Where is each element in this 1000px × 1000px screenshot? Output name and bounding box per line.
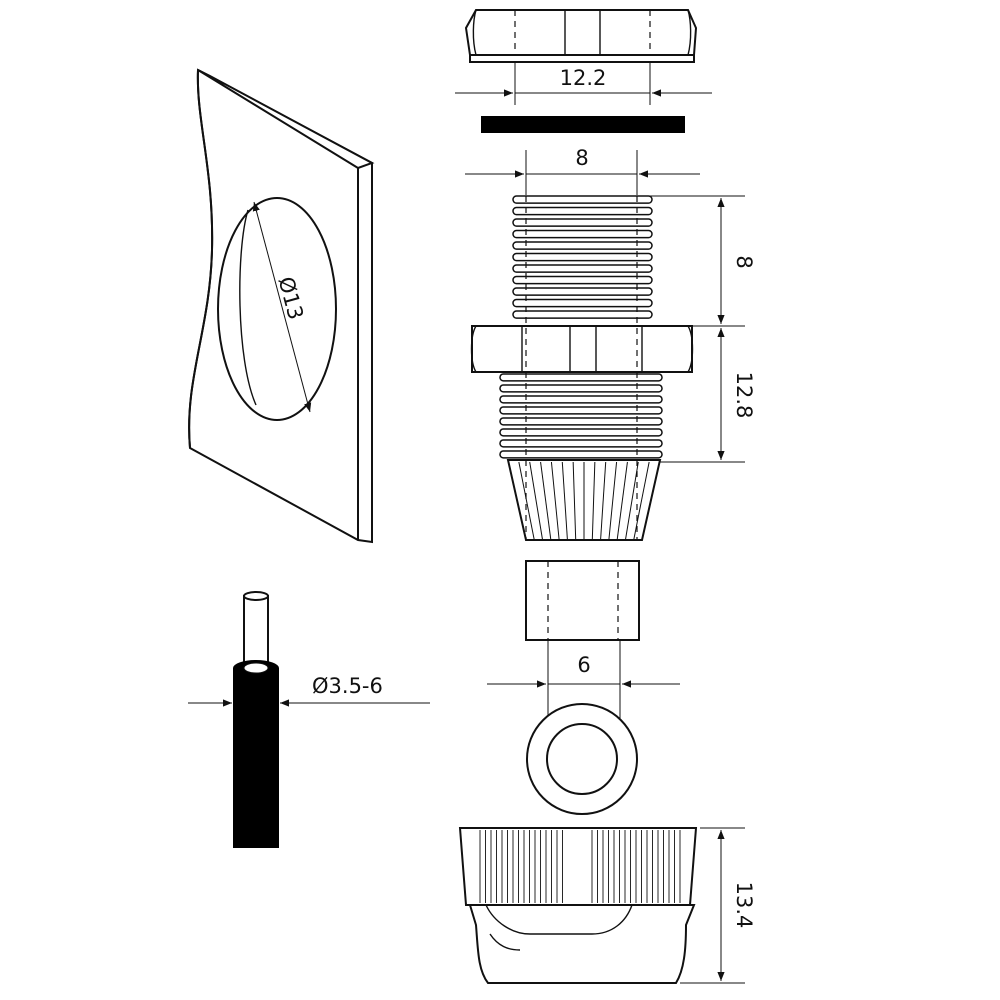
seal-width-label: 6 bbox=[577, 653, 590, 677]
upper-thread bbox=[512, 195, 653, 319]
nut-knurling bbox=[479, 830, 681, 903]
thread-ring bbox=[499, 395, 663, 404]
finger-line bbox=[608, 461, 618, 541]
thread-ring bbox=[512, 298, 653, 308]
thread-ring bbox=[512, 229, 653, 239]
thread-ring bbox=[512, 195, 653, 204]
finger-line bbox=[518, 461, 535, 541]
top-cap bbox=[464, 9, 698, 63]
cable-diameter-dimension: Ø3.5-6 bbox=[188, 674, 430, 707]
finger-line bbox=[624, 461, 639, 541]
thread-ring bbox=[512, 264, 653, 273]
dome-nut bbox=[458, 827, 698, 984]
finger-line bbox=[616, 461, 628, 541]
thread-ring bbox=[499, 373, 663, 382]
thread-width-label: 8 bbox=[575, 146, 588, 170]
thread-ring bbox=[512, 241, 653, 250]
finger-line bbox=[561, 461, 568, 541]
thread-width-dimension: 8 bbox=[465, 146, 700, 195]
cable bbox=[233, 591, 279, 848]
thread-ring bbox=[512, 287, 653, 296]
finger-line bbox=[600, 461, 607, 541]
thread-ring bbox=[512, 252, 653, 262]
o-ring bbox=[526, 703, 638, 815]
cable-range-label: Ø3.5-6 bbox=[312, 674, 383, 698]
body-height-label: 12.8 bbox=[732, 372, 756, 419]
gland-body bbox=[470, 195, 694, 541]
thread-ring bbox=[499, 428, 663, 437]
nut-height-label: 13.4 bbox=[732, 882, 756, 929]
finger-line bbox=[633, 461, 650, 541]
finger-line bbox=[550, 461, 560, 541]
thread-height-label: 8 bbox=[732, 255, 756, 268]
thread-ring bbox=[499, 450, 663, 459]
thread-ring bbox=[499, 384, 663, 393]
finger-line bbox=[529, 461, 544, 541]
finger-line bbox=[572, 461, 577, 541]
thread-ring bbox=[512, 310, 653, 319]
finger-line bbox=[540, 461, 552, 541]
cap-width-label: 12.2 bbox=[560, 66, 607, 90]
seal-insert bbox=[525, 560, 640, 641]
finger-line bbox=[591, 461, 596, 541]
cap-width-dimension: 12.2 bbox=[455, 62, 712, 105]
thread-ring bbox=[499, 417, 663, 426]
thread-ring bbox=[499, 406, 663, 415]
thread-ring bbox=[512, 218, 653, 227]
lower-thread bbox=[499, 373, 663, 459]
clamp-fingers bbox=[518, 461, 650, 541]
thread-ring bbox=[512, 275, 653, 285]
thread-ring bbox=[512, 206, 653, 216]
flat-gasket bbox=[481, 116, 685, 133]
body-height-dimensions: 8 12.8 bbox=[640, 195, 756, 463]
thread-ring bbox=[499, 439, 663, 448]
nut-height-dimension: 13.4 bbox=[680, 827, 756, 984]
